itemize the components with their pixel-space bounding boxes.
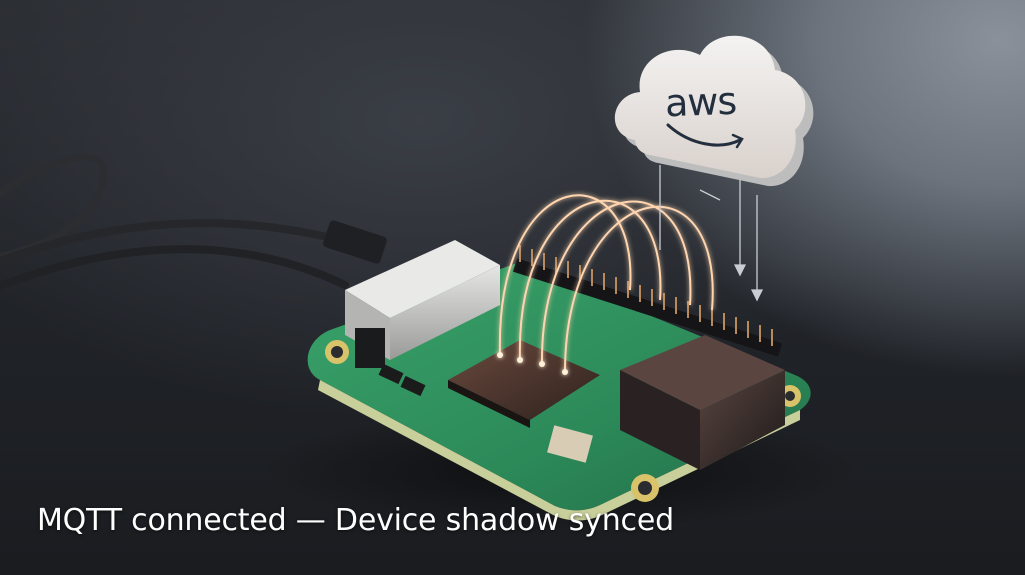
glowing-data-arcs <box>498 194 714 373</box>
glow-dots <box>497 352 568 375</box>
usb-plug <box>323 220 387 264</box>
status-caption: MQTT connected — Device shadow synced <box>37 503 674 538</box>
processor-chip <box>448 340 600 428</box>
downlink-arrows <box>659 165 764 302</box>
crystal <box>547 425 593 463</box>
usb-cables <box>0 153 349 291</box>
ethernet-port <box>345 240 500 368</box>
aws-cloud-icon <box>614 35 814 187</box>
aws-logo-text: aws <box>664 78 737 126</box>
audio-jack-block <box>620 335 785 470</box>
